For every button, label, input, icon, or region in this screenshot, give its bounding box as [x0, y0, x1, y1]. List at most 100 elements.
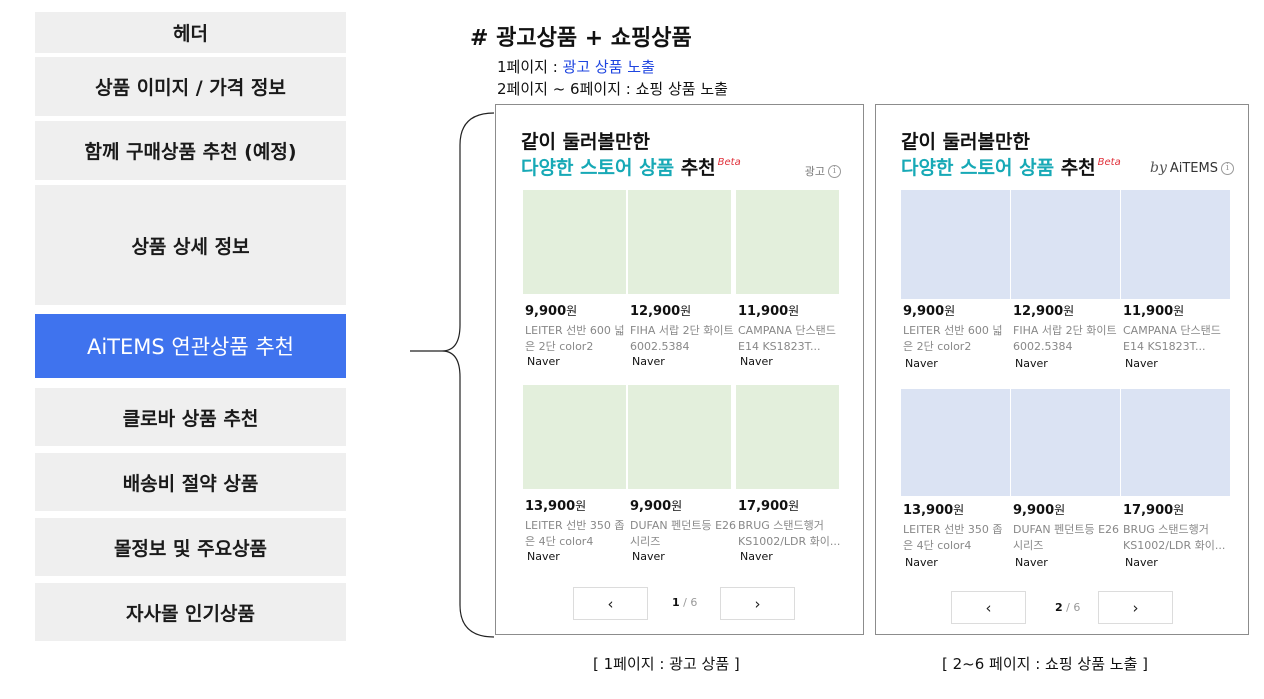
pager-prev-button[interactable]: ‹: [573, 587, 648, 620]
product-name[interactable]: LEITER 선반 350 좁은 4단 color4: [903, 523, 1003, 552]
stack-product-detail: 상품 상세 정보: [35, 185, 346, 305]
product-price: 13,900원: [903, 503, 965, 518]
stack-shipping-saving: 배송비 절약 상품: [35, 453, 346, 511]
stack-label: 상품 이미지 / 가격 정보: [95, 77, 286, 99]
product-price: 9,900원: [630, 499, 683, 514]
product-thumbnail[interactable]: [1121, 190, 1230, 299]
chevron-right-icon: ›: [1132, 598, 1139, 617]
product-price: 12,900원: [1013, 304, 1075, 319]
product-thumbnail[interactable]: [1011, 190, 1120, 299]
product-name[interactable]: FIHA 서랍 2단 화이트 6002.5384: [1013, 324, 1117, 353]
note-page1-accent: 광고 상품 노출: [562, 58, 655, 76]
product-name[interactable]: DUFAN 펜던트등 E26 시리즈: [1013, 523, 1120, 552]
widget-title-suffix: 추천: [674, 157, 716, 179]
product-price: 11,900원: [738, 304, 800, 319]
widget-title-teal: 다양한 스토어 상품: [901, 157, 1055, 179]
note-page2-6: 2페이지 ~ 6페이지 : 쇼핑 상품 노출: [497, 80, 728, 98]
product-seller: Naver: [740, 550, 773, 563]
product-thumbnail[interactable]: [736, 190, 839, 294]
ad-label-text: 광고: [804, 165, 825, 178]
chevron-left-icon: ‹: [607, 594, 614, 613]
stack-mall-info: 몰정보 및 주요상품: [35, 518, 346, 576]
pager-prev-button[interactable]: ‹: [951, 591, 1026, 624]
by-aitems-label[interactable]: by AiTEMS i: [1150, 160, 1234, 176]
product-thumbnail[interactable]: [523, 385, 626, 489]
product-thumbnail[interactable]: [628, 190, 731, 294]
stack-label: AiTEMS 연관상품 추천: [86, 335, 294, 359]
page-total: / 6: [1062, 601, 1081, 614]
product-price: 17,900원: [1123, 503, 1185, 518]
product-thumbnail[interactable]: [523, 190, 626, 294]
stack-header: 헤더: [35, 12, 346, 53]
stack-bought-together: 함께 구매상품 추천 (예정): [35, 121, 346, 180]
product-price: 12,900원: [630, 304, 692, 319]
product-seller: Naver: [632, 355, 665, 368]
page-current: 1: [672, 596, 680, 609]
product-name[interactable]: CAMPANA 단스탠드 E14 KS1823T...: [1123, 324, 1221, 353]
ad-label[interactable]: 광고 i: [805, 163, 841, 179]
product-price: 9,900원: [1013, 503, 1066, 518]
product-seller: Naver: [1125, 357, 1158, 370]
stack-product-image-price: 상품 이미지 / 가격 정보: [35, 57, 346, 116]
brace-connector: [410, 112, 495, 638]
pager-next-button[interactable]: ›: [720, 587, 795, 620]
product-seller: Naver: [527, 550, 560, 563]
page-indicator: 2 / 6: [1055, 601, 1080, 614]
product-seller: Naver: [905, 556, 938, 569]
product-price: 13,900원: [525, 499, 587, 514]
product-name[interactable]: BRUG 스탠드행거 KS1002/LDR 화이...: [738, 519, 841, 548]
widget-title-line1: 같이 둘러볼만한: [521, 131, 650, 153]
beta-badge: Beta: [1097, 157, 1121, 168]
widget-title-line1: 같이 둘러볼만한: [901, 131, 1030, 153]
product-name[interactable]: LEITER 선반 600 넓은 2단 color2: [903, 324, 1003, 353]
product-seller: Naver: [1015, 357, 1048, 370]
stack-popular: 자사몰 인기상품: [35, 583, 346, 641]
product-price: 17,900원: [738, 499, 800, 514]
product-thumbnail[interactable]: [1011, 389, 1120, 496]
stack-label: 헤더: [173, 23, 208, 45]
page-total: / 6: [679, 596, 698, 609]
caption-ad-page: [ 1페이지 : 광고 상품 ]: [593, 655, 740, 673]
product-name[interactable]: CAMPANA 단스탠드 E14 KS1823T...: [738, 324, 836, 353]
product-name[interactable]: BRUG 스탠드행거 KS1002/LDR 화이...: [1123, 523, 1226, 552]
note-page1: 1페이지 : 광고 상품 노출: [497, 56, 655, 77]
product-name[interactable]: LEITER 선반 600 넓은 2단 color2: [525, 324, 625, 353]
product-seller: Naver: [1015, 556, 1048, 569]
stack-label: 상품 상세 정보: [131, 235, 250, 258]
stack-label: 함께 구매상품 추천 (예정): [84, 141, 297, 163]
product-seller: Naver: [905, 357, 938, 370]
pager-next-button[interactable]: ›: [1098, 591, 1173, 624]
product-seller: Naver: [740, 355, 773, 368]
product-name[interactable]: LEITER 선반 350 좁은 4단 color4: [525, 519, 625, 548]
product-seller: Naver: [632, 550, 665, 563]
product-thumbnail[interactable]: [628, 385, 731, 489]
brand-text: AiTEMS: [1169, 160, 1218, 176]
beta-badge: Beta: [717, 157, 741, 168]
by-text: by: [1149, 160, 1167, 176]
stack-label: 몰정보 및 주요상품: [113, 537, 268, 560]
product-thumbnail[interactable]: [736, 385, 839, 489]
product-thumbnail[interactable]: [901, 389, 1010, 496]
chevron-left-icon: ‹: [985, 598, 992, 617]
note-page1-prefix: 1페이지 :: [497, 58, 563, 76]
stack-clova-recommend: 클로바 상품 추천: [35, 388, 346, 446]
product-name[interactable]: FIHA 서랍 2단 화이트 6002.5384: [630, 324, 734, 353]
product-name[interactable]: DUFAN 펜던트등 E26 시리즈: [630, 519, 737, 548]
stack-label: 배송비 절약 상품: [122, 472, 259, 495]
widget-title-teal: 다양한 스토어 상품: [521, 157, 675, 179]
product-price: 9,900원: [525, 304, 578, 319]
widget-title-suffix: 추천: [1054, 157, 1096, 179]
stack-aitems-recommend: AiTEMS 연관상품 추천: [35, 314, 346, 378]
page-current: 2: [1055, 601, 1063, 614]
caption-shop-pages: [ 2~6 페이지 : 쇼핑 상품 노출 ]: [942, 655, 1148, 673]
product-thumbnail[interactable]: [1121, 389, 1230, 496]
info-icon[interactable]: i: [828, 164, 841, 178]
info-icon[interactable]: i: [1221, 161, 1234, 175]
product-price: 11,900원: [1123, 304, 1185, 319]
stack-label: 자사몰 인기상품: [126, 602, 255, 625]
product-thumbnail[interactable]: [901, 190, 1010, 299]
section-heading: # 광고상품 + 쇼핑상품: [470, 26, 692, 51]
